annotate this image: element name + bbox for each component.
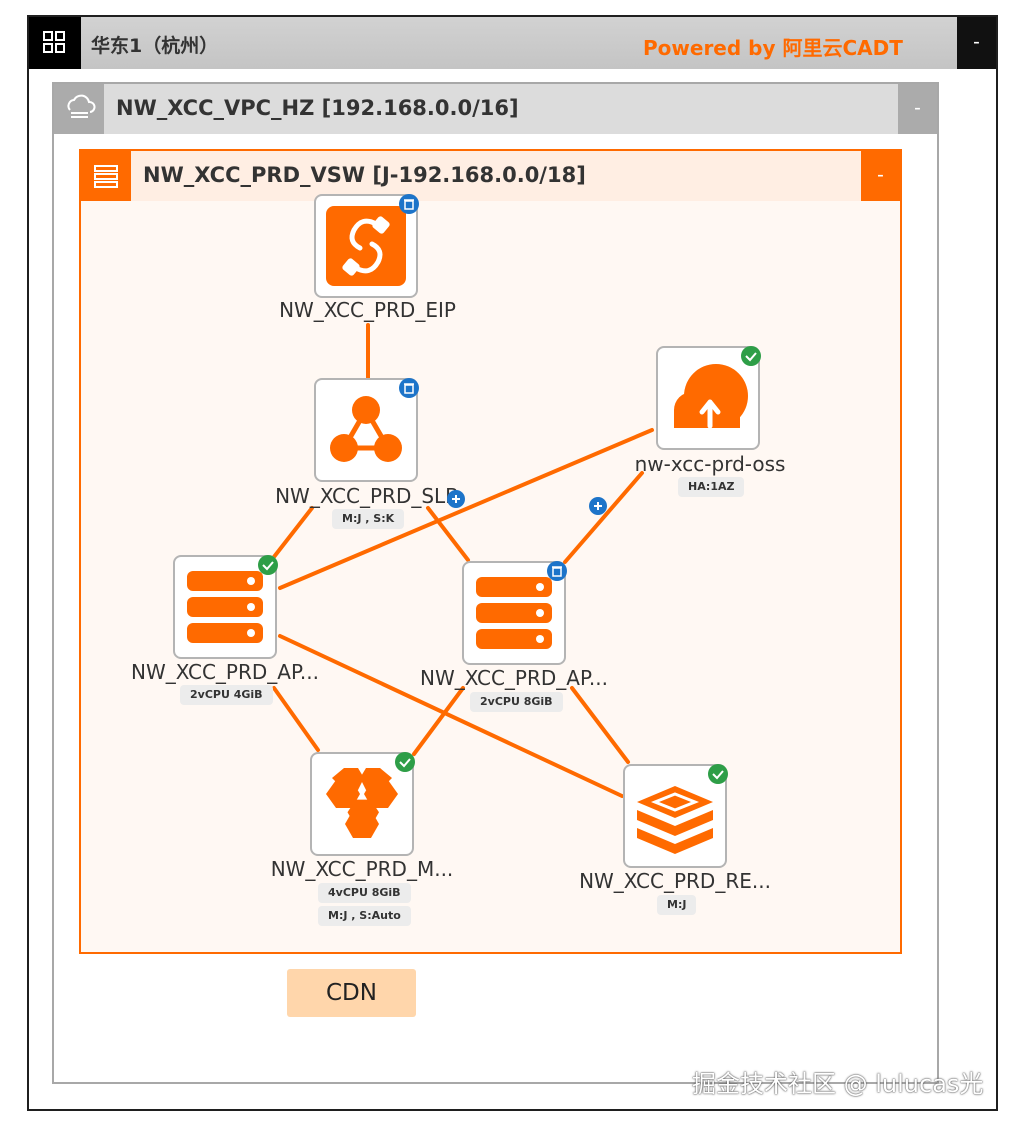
powered-by-label: Powered by 阿里云CADT [643,36,903,60]
region-title: 华东1（杭州） [91,35,219,57]
check-icon [258,555,278,575]
delete-icon[interactable] [399,378,419,398]
slb-name: NW_XCC_PRD_SLB [275,484,459,508]
vpc-header: NW_XCC_VPC_HZ [192.168.0.0/16] - [54,84,937,134]
rds-node[interactable] [310,752,414,856]
vpc-title: NW_XCC_VPC_HZ [192.168.0.0/16] [116,96,519,120]
app-server-2-tag: 2vCPU 8GiB [470,692,563,712]
watermark: 掘金技术社区 @ lulucas光 [692,1070,984,1098]
add-connection-icon[interactable] [589,497,607,515]
redis-name: NW_XCC_PRD_RE... [579,869,771,893]
delete-icon[interactable] [547,561,567,581]
oss-name: nw-xcc-prd-oss [634,452,786,476]
rds-ha-tag: M:J , S:Auto [318,906,411,926]
redis-icon [637,786,713,854]
region-collapse-button[interactable]: - [957,17,996,69]
check-icon [395,752,415,772]
rds-spec-tag: 4vCPU 8GiB [318,883,411,903]
app-server-1-name: NW_XCC_PRD_AP... [131,660,319,684]
vpc-collapse-button[interactable]: - [898,84,937,134]
vswitch-container: NW_XCC_PRD_VSW [J-192.168.0.0/18] - [79,149,902,954]
slb-node[interactable] [314,378,418,482]
rds-name: NW_XCC_PRD_M... [270,857,454,881]
add-connection-icon[interactable] [447,490,465,508]
redis-tag: M:J [657,895,697,915]
ecs-icon [476,577,552,649]
check-icon [741,346,761,366]
app-server-2-name: NW_XCC_PRD_AP... [420,666,608,690]
app-server-1-tag: 2vCPU 4GiB [180,685,273,705]
server-list-icon[interactable] [81,151,131,201]
check-icon [708,764,728,784]
vswitch-header: NW_XCC_PRD_VSW [J-192.168.0.0/18] - [81,151,900,201]
eip-name: NW_XCC_PRD_EIP [279,298,456,322]
cloud-icon[interactable] [54,84,104,134]
redis-node[interactable] [623,764,727,868]
region-header: 华东1（杭州） Powered by 阿里云CADT - [29,17,996,69]
eip-link-icon [326,206,406,286]
oss-node[interactable] [656,346,760,450]
slb-icon [330,396,402,462]
eip-node[interactable] [314,194,418,298]
oss-tag: HA:1AZ [678,477,745,497]
grid-icon[interactable] [29,17,81,69]
cdn-node[interactable]: CDN [287,969,416,1017]
ecs-icon [187,571,263,643]
slb-tag: M:J , S:K [332,509,405,529]
app-server-2-node[interactable] [462,561,566,665]
delete-icon[interactable] [399,194,419,214]
app-server-1-node[interactable] [173,555,277,659]
vswitch-collapse-button[interactable]: - [861,151,900,201]
oss-icon [674,364,748,429]
rds-icon [326,768,398,838]
vswitch-title: NW_XCC_PRD_VSW [J-192.168.0.0/18] [143,163,586,187]
